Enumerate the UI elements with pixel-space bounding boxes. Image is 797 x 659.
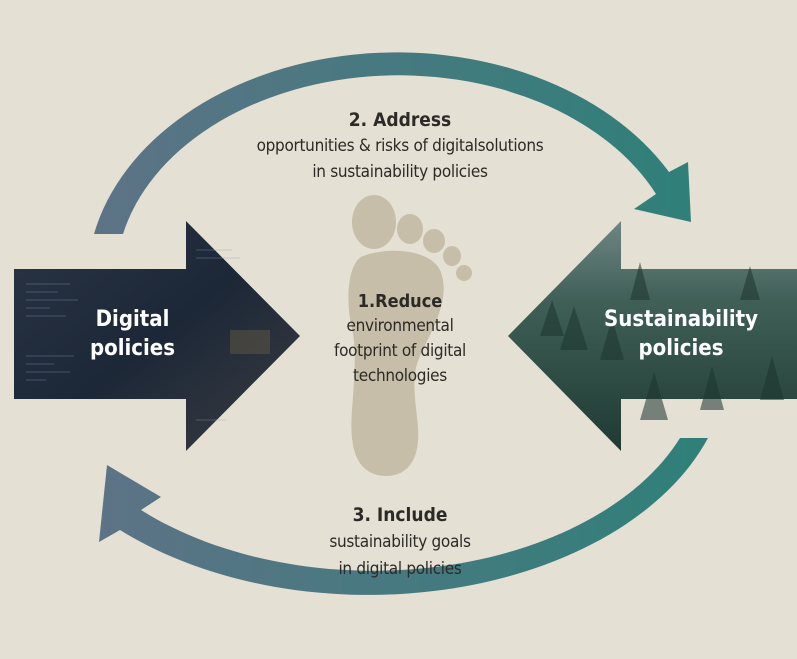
- step-address-line1: opportunities & risks of digitalsolution…: [256, 136, 544, 156]
- step-include-line1: sustainability goals: [329, 532, 471, 552]
- digital-policies-arrow: [14, 221, 300, 451]
- digital-policies-line1: Digital: [95, 307, 170, 332]
- cycle-arrow-bottom: [99, 438, 708, 595]
- digital-policies-label: Digital policies: [70, 305, 195, 363]
- step-reduce: 1.Reduce environmental footprint of digi…: [300, 289, 500, 389]
- step-include-line2: in digital policies: [338, 559, 462, 579]
- cycle-arrow-top: [94, 52, 691, 235]
- footprint-icon: [348, 195, 472, 477]
- sustainability-policies-line1: Sustainability: [603, 307, 759, 332]
- step-include-title: 3. Include: [352, 504, 448, 526]
- step-address-title: 2. Address: [348, 109, 452, 131]
- step-reduce-line2: footprint of digital: [333, 341, 466, 361]
- step-reduce-line3: technologies: [353, 366, 447, 386]
- sustainability-policies-line2: policies: [638, 336, 724, 361]
- step-reduce-line1: environmental: [346, 316, 454, 336]
- sustainability-policies-arrow: [508, 221, 797, 451]
- step-include: 3. Include sustainability goals in digit…: [280, 502, 520, 583]
- step-address: 2. Address opportunities & risks of digi…: [200, 107, 600, 185]
- step-reduce-title: 1.Reduce: [357, 291, 443, 312]
- sustainability-policies-label: Sustainability policies: [596, 305, 766, 363]
- step-address-line2: in sustainability policies: [312, 162, 488, 182]
- digital-policies-line2: policies: [89, 336, 176, 361]
